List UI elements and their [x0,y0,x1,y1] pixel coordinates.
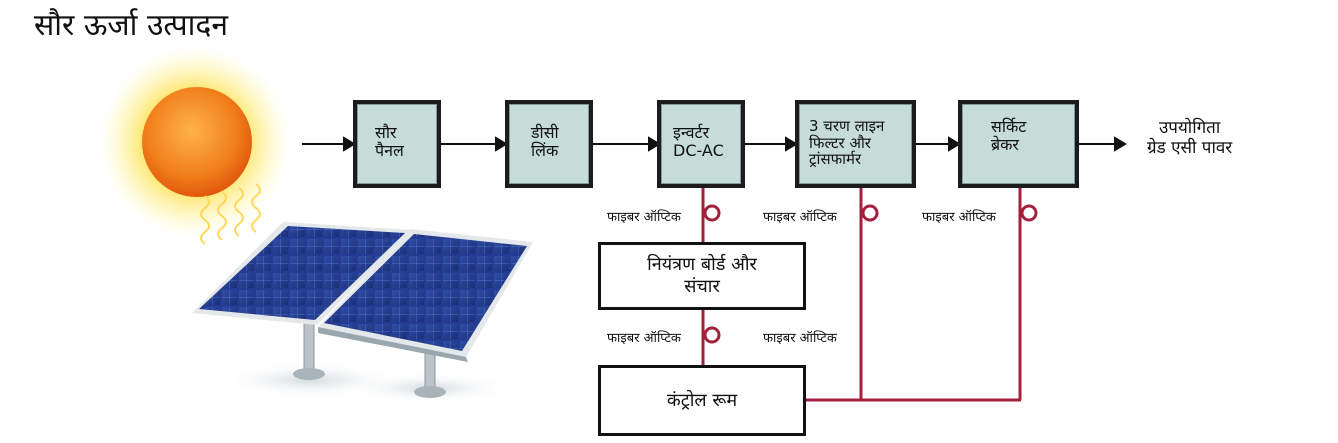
fiber-optic-label: फाइबर ऑप्टिक [922,210,996,225]
fiber-optic-label: फाइबर ऑप्टिक [763,331,837,346]
block-label: डीसी [531,123,559,142]
line-filter-block: 3 चरण लाइन फिल्टर और ट्रांसफार्मर [795,100,916,188]
page-title: सौर ऊर्जा उत्पादन [34,8,229,43]
block-label: सौर [375,123,397,142]
output-label: उपयोगिता ग्रेड एसी पावर [1147,118,1233,158]
flow-arrows [302,136,1127,152]
solar-panel-block: सौर पैनल [353,100,441,188]
fiber-optic-label: फाइबर ऑप्टिक [763,210,837,225]
sun-icon [100,47,290,237]
block-label: नियंत्रण बोर्ड और [647,254,757,276]
fiber-connector-icon [703,204,1038,344]
solar-panel-icon [192,222,533,404]
block-label: इन्वर्टर [673,123,710,142]
control-board-box: नियंत्रण बोर्ड और संचार [598,242,806,310]
block-label: ट्रांसफार्मर [809,150,862,168]
block-label: पैनल [375,141,404,161]
block-label: 3 चरण लाइन [809,117,885,135]
block-label: ब्रेकर [991,135,1019,155]
fiber-optic-lines [701,188,1022,402]
heat-wave-icon [200,183,261,245]
block-label: कंट्रोल रूम [666,389,738,411]
inverter-block: इन्वर्टर DC-AC [657,100,745,188]
block-label: DC-AC [673,141,724,161]
fiber-optic-label: फाइबर ऑप्टिक [607,331,681,346]
fiber-optic-label: फाइबर ऑप्टिक [607,210,681,225]
circuit-breaker-block: सर्किट ब्रेकर [958,100,1079,188]
block-label: लिंक [531,141,559,161]
dc-link-block: डीसी लिंक [505,100,593,188]
block-label: संचार [684,276,720,297]
control-room-box: कंट्रोल रूम [598,365,806,436]
block-label: फिल्टर और [809,133,871,152]
block-label: सर्किट [991,117,1027,136]
